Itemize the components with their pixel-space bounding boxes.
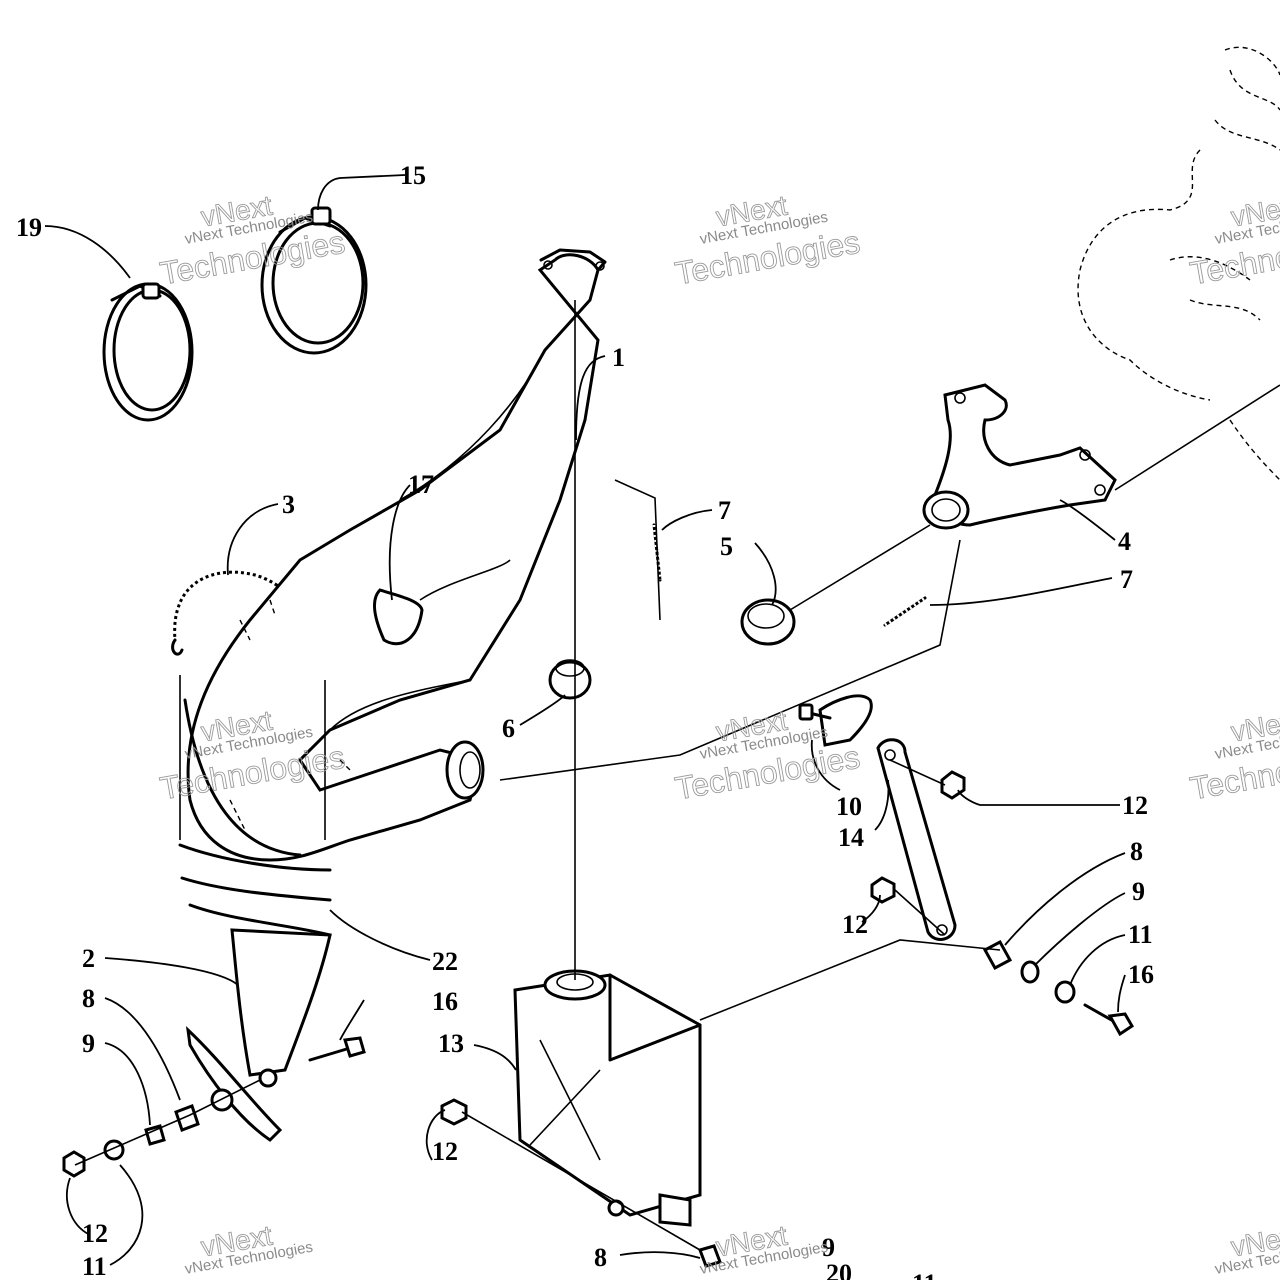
- watermark-top-right: vNext vNext Technologies Technologies: [1187, 189, 1280, 292]
- callout-10: 10: [836, 792, 862, 821]
- seal-ring-5: [740, 598, 796, 646]
- spring-7-lower: [883, 596, 927, 627]
- clamp-15: [260, 206, 368, 355]
- callout-7-lower: 7: [1120, 565, 1133, 594]
- callout-2: 2: [82, 944, 95, 973]
- callout-12-left: 12: [82, 1219, 108, 1248]
- callout-4: 4: [1118, 527, 1131, 556]
- watermark-bottom-right: vNext vNext Technologies: [1213, 1219, 1280, 1278]
- clamp-19: [102, 282, 194, 422]
- engine-outline: [1077, 46, 1280, 481]
- leader-lines: [44, 174, 1126, 1266]
- callout-7-upper: 7: [718, 496, 731, 525]
- heat-shield-22: [178, 843, 332, 1077]
- callout-9-bottom: 9: [822, 1233, 835, 1262]
- callout-12-bottom: 12: [432, 1137, 458, 1166]
- callout-8-bottom: 8: [594, 1243, 607, 1272]
- callout-13: 13: [438, 1029, 464, 1058]
- watermark-mid-center: vNext vNext Technologies Technologies: [672, 704, 863, 807]
- callout-16-left: 16: [432, 987, 458, 1016]
- callout-3: 3: [282, 490, 295, 519]
- watermark-bottom-left: vNext vNext Technologies: [183, 1219, 314, 1278]
- assembly-lines: [74, 300, 1280, 1251]
- hardware-left: [62, 1036, 722, 1268]
- watermark-top-left: vNext vNext Technologies Technologies: [157, 189, 348, 292]
- callout-8-right: 8: [1130, 837, 1143, 866]
- callout-14: 14: [838, 823, 864, 852]
- muffler-13: [513, 969, 702, 1227]
- callout-8-left: 8: [82, 984, 95, 1013]
- callout-11-right: 11: [1128, 920, 1153, 949]
- exhaust-manifold-4: [922, 383, 1117, 530]
- support-arm-14: [876, 738, 957, 941]
- callout-12-right-lower: 12: [842, 910, 868, 939]
- callout-labels: 15 19 1 17 3 7 5 4 7 6 10 12 14 8 9 12 1…: [16, 161, 1154, 1280]
- callout-6: 6: [502, 714, 515, 743]
- callout-12-right-upper: 12: [1122, 791, 1148, 820]
- expansion-chamber-1: [183, 248, 607, 862]
- mount-bracket-10: [798, 694, 873, 747]
- watermark-top-center: vNext vNext Technologies Technologies: [672, 189, 863, 292]
- callout-1: 1: [612, 343, 625, 372]
- callout-9-left: 9: [82, 1029, 95, 1058]
- bracket-2: [185, 1026, 283, 1142]
- callout-11-left: 11: [82, 1252, 107, 1280]
- watermark-mid-right: vNext vNext Technologies Technologies: [1187, 704, 1280, 807]
- callout-17: 17: [408, 470, 434, 499]
- callout-16-right: 16: [1128, 960, 1154, 989]
- callout-20: 20: [826, 1259, 852, 1280]
- callout-5: 5: [720, 532, 733, 561]
- callout-9-right: 9: [1132, 877, 1145, 906]
- callout-11-bottom: 11: [912, 1269, 937, 1280]
- callout-15: 15: [400, 161, 426, 190]
- callout-19: 19: [16, 213, 42, 242]
- callout-22: 22: [432, 947, 458, 976]
- grommet-6: [548, 659, 592, 700]
